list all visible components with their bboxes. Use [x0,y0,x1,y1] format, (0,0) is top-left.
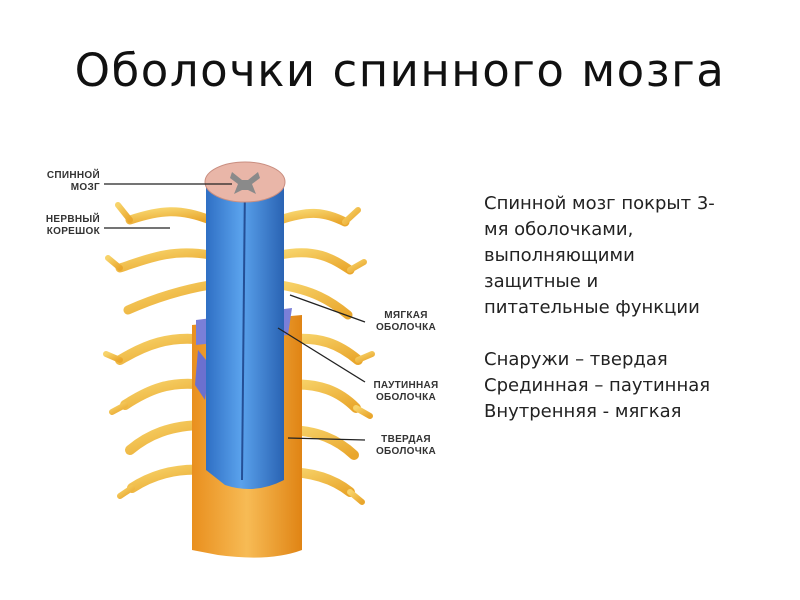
slide-title: Оболочки спинного мозга [74,44,726,97]
text-line: питательные функции [484,297,700,318]
pia-mater-shape [206,178,284,489]
label-arachnoid: ПАУТИННАЯ ОБОЛОЧКА [373,380,439,403]
text-line: мя оболочками, [484,219,634,240]
description-text: Спинной мозг покрыт 3- мя оболочками, вы… [484,191,784,425]
text-line: выполняющими [484,245,635,266]
spinal-cord-illustration [103,161,375,558]
label-dura-mater: ТВЕРДАЯ ОБОЛОЧКА [375,434,437,457]
text-line: Внутренняя - мягкая [484,401,682,422]
label-pia-mater: МЯГКАЯ ОБОЛОЧКА [375,310,437,333]
label-spinal-cord: СПИННОЙ МОЗГ [46,170,100,193]
label-nerve-root: НЕРВНЫЙ КОРЕШОК [45,214,100,237]
text-line: Снаружи – твердая [484,349,668,370]
text-line: Спинной мозг покрыт 3- [484,193,715,214]
text-line: Срединная – паутинная [484,375,711,396]
grey-matter-shape [230,172,260,194]
text-line: защитные и [484,271,599,292]
spinal-cord-diagram: СПИННОЙ МОЗГ НЕРВНЫЙ КОРЕШОК МЯГКАЯ ОБОЛ… [20,150,460,570]
